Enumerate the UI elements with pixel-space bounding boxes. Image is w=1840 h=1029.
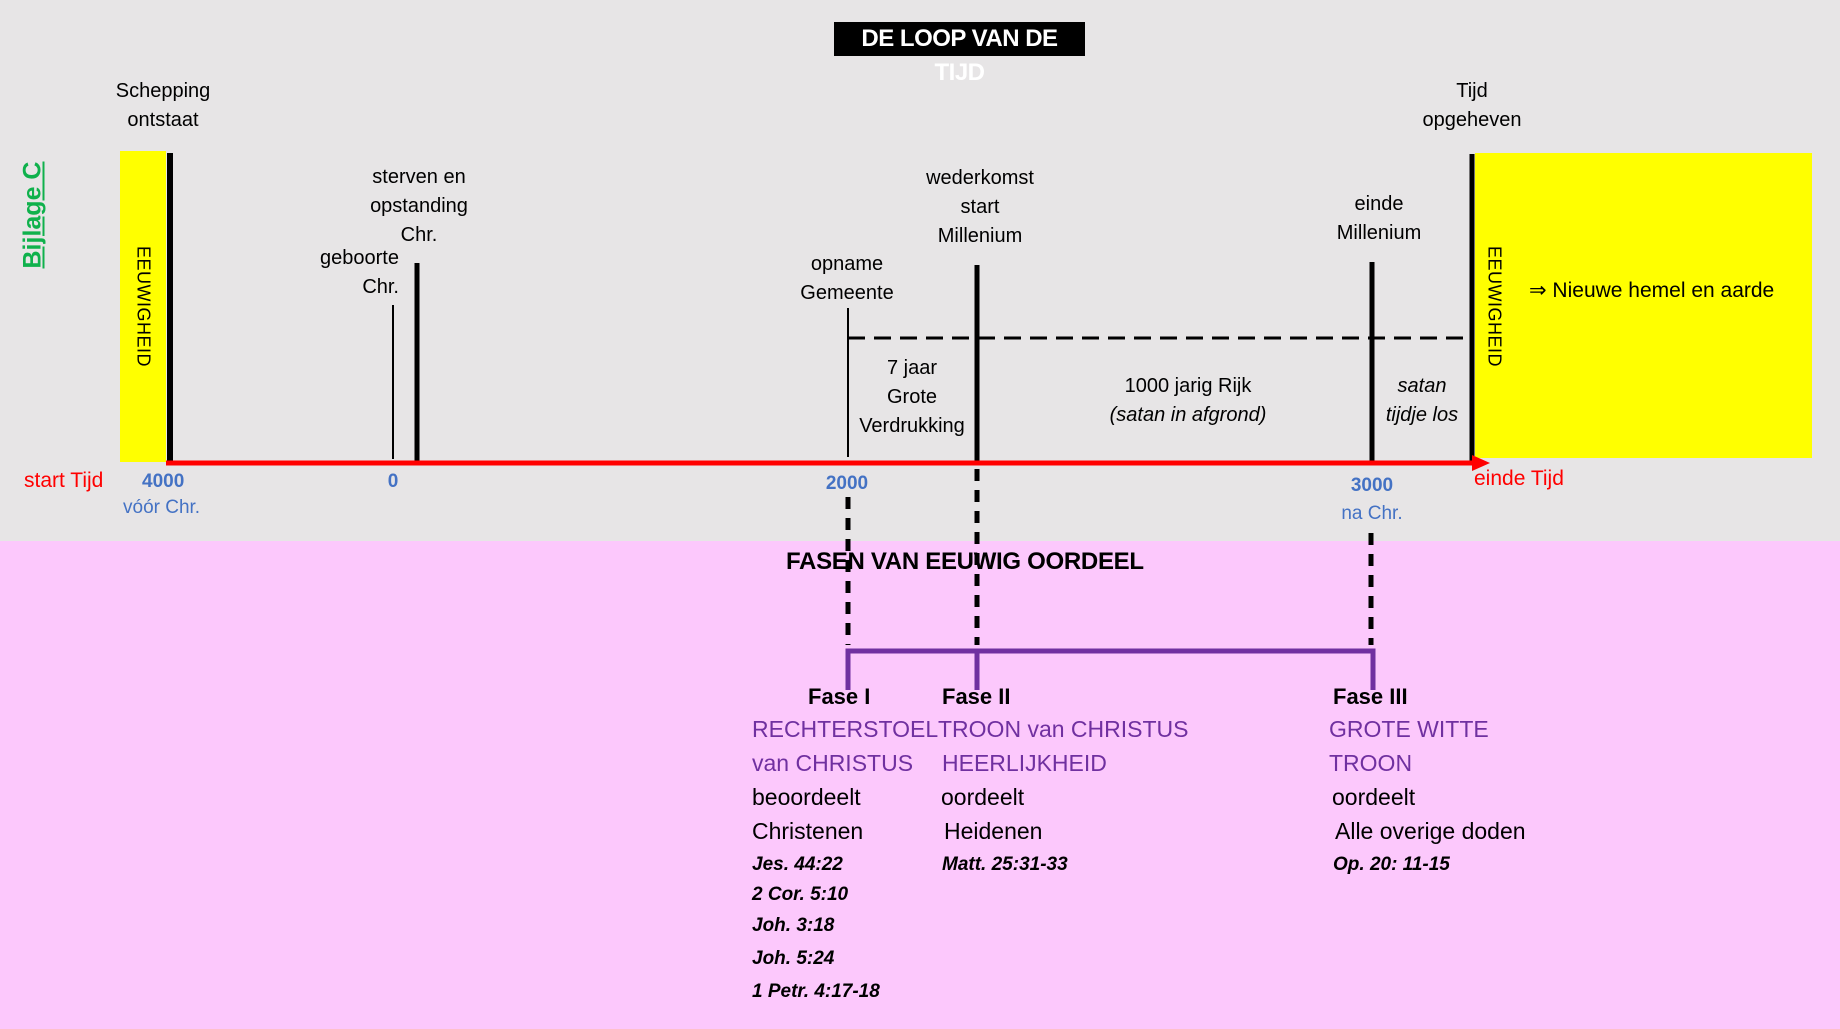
- event-death-line1: sterven en: [372, 166, 466, 188]
- phase-2-subject: Heidenen: [944, 818, 1043, 844]
- judgment-bracket: [845, 648, 1376, 690]
- phase-3-seat-line2: TROON: [1329, 750, 1413, 776]
- time-axis-arrowhead: [1472, 455, 1490, 471]
- phase-3-seat-line1: GROTE WITTE: [1329, 716, 1489, 742]
- period-millennium-note: (satan in afgrond): [1109, 404, 1267, 426]
- period-tribulation-line2: Grote: [886, 386, 938, 408]
- year-4000-sub: vóór Chr.: [123, 497, 201, 518]
- period-tribulation-line1: 7 jaar: [886, 357, 938, 379]
- event-death-line2: opstanding: [370, 195, 468, 217]
- judgment-heading: FASEN VAN EEUWIG OORDEEL: [786, 548, 1144, 575]
- event-time-abolished: Tijd opgeheven: [1412, 77, 1532, 135]
- phase-2-seat-line1: TROON van CHRISTUS: [938, 716, 1189, 742]
- event-rapture: opname Gemeente: [787, 250, 907, 308]
- event-rapture-line2: Gemeente: [800, 282, 894, 304]
- period-satan-loose: satan tijdje los: [1372, 372, 1472, 430]
- period-millennium-line1: 1000 jarig Rijk: [1124, 375, 1252, 397]
- event-death-resurrection: sterven en opstanding Chr.: [359, 163, 479, 250]
- event-creation: Schepping ontstaat: [103, 77, 223, 135]
- period-satan-loose-line2: tijdje los: [1385, 404, 1459, 426]
- phase-3-name: Fase III: [1333, 684, 1408, 709]
- eternity-block-left: [120, 151, 166, 462]
- eternity-block-right: [1475, 153, 1812, 458]
- event-end-millennium: einde Millenium: [1319, 190, 1439, 248]
- judgment-panel: [0, 541, 1840, 1029]
- event-second-coming: wederkomst start Millenium: [900, 164, 1060, 251]
- event-birth-line2: Chr.: [362, 276, 399, 298]
- event-creation-line2: ontstaat: [127, 109, 199, 131]
- phase-1: Fase I RECHTERSTOEL van CHRISTUS beoorde…: [752, 684, 952, 1008]
- year-3000: 3000 na Chr.: [1322, 475, 1422, 525]
- phase-1-name: Fase I: [808, 684, 871, 709]
- phase-2-verb: oordeelt: [941, 784, 1025, 810]
- year-0: 0: [387, 471, 399, 492]
- phase-1-subject: Christenen: [752, 818, 864, 844]
- year-4000-value: 4000: [142, 471, 185, 492]
- phase-2: Fase II TROON van CHRISTUS HEERLIJKHEID …: [938, 684, 1198, 881]
- event-birth-line1: geboorte: [320, 247, 399, 269]
- phase-2-seat-line2: HEERLIJKHEID: [942, 750, 1107, 776]
- event-second-coming-line2: start: [960, 196, 1000, 218]
- event-rapture-line1: opname: [810, 253, 884, 275]
- phase-1-verb: beoordeelt: [752, 784, 861, 810]
- period-satan-loose-line1: satan: [1397, 375, 1447, 397]
- event-second-coming-line3: Millenium: [937, 225, 1023, 247]
- period-tribulation-line3: Verdrukking: [859, 415, 965, 437]
- phase-1-seat-line2: van CHRISTUS: [752, 750, 914, 776]
- phase-2-ref: Matt. 25:31-33: [942, 854, 1068, 875]
- start-time-label: start Tijd: [24, 469, 104, 492]
- phase-3-ref: Op. 20: 11-15: [1333, 854, 1450, 875]
- page-title: DE LOOP VAN DE TIJD: [834, 22, 1085, 86]
- year-3000-value: 3000: [1350, 475, 1394, 496]
- period-millennium: 1000 jarig Rijk (satan in afgrond): [1088, 372, 1288, 430]
- event-end-millennium-line2: Millenium: [1336, 222, 1422, 244]
- event-second-coming-line1: wederkomst: [926, 167, 1034, 189]
- event-end-millennium-line1: einde: [1354, 193, 1404, 215]
- phase-1-ref: Jes. 44:22: [752, 854, 843, 875]
- phase-1-ref: Joh. 3:18: [752, 915, 835, 936]
- phase-1-ref: 2 Cor. 5:10: [752, 884, 849, 905]
- phase-2-name: Fase II: [942, 684, 1011, 709]
- year-4000: 4000 vóór Chr.: [106, 471, 226, 519]
- event-creation-line1: Schepping: [115, 80, 211, 102]
- event-time-abolished-line1: Tijd: [1456, 80, 1488, 102]
- period-tribulation: 7 jaar Grote Verdrukking: [851, 354, 973, 441]
- phase-3-verb: oordeelt: [1332, 784, 1416, 810]
- event-birth-christ: geboorte Chr.: [290, 244, 399, 302]
- year-2000: 2000: [825, 473, 869, 494]
- phase-3-subject: Alle overige doden: [1335, 818, 1526, 844]
- phase-1-ref: Joh. 5:24: [752, 948, 835, 969]
- phase-1-seat-line1: RECHTERSTOEL: [752, 716, 939, 742]
- year-3000-sub: na Chr.: [1341, 503, 1403, 524]
- event-time-abolished-line2: opgeheven: [1422, 109, 1522, 131]
- new-heaven-earth-label: ⇒ Nieuwe hemel en aarde: [1529, 279, 1775, 302]
- event-death-line3: Chr.: [400, 224, 438, 246]
- end-time-label: einde Tijd: [1474, 467, 1564, 490]
- phase-3: Fase III GROTE WITTE TROON oordeelt Alle…: [1329, 684, 1589, 881]
- phase-1-ref: 1 Petr. 4:17-18: [752, 981, 880, 1002]
